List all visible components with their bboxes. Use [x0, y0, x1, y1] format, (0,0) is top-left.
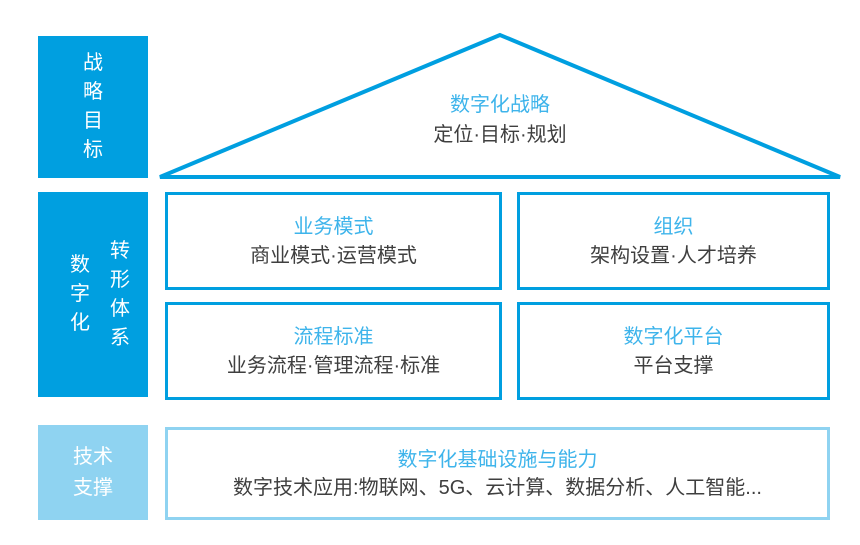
roof-title: 数字化战略: [450, 94, 550, 116]
cell-digital-platform: 数字化平台 平台支撑: [517, 302, 830, 400]
cell-organization-title: 组织: [653, 215, 694, 238]
roof-strategy: 数字化战略 定位·目标·规划: [156, 30, 844, 182]
tech-support-text: 技术 支撑: [73, 442, 113, 504]
label-strategy-goal: 战略目标: [38, 36, 148, 178]
tech-support-line2: 支撑: [73, 476, 113, 499]
digital-transformation-col2: 转形体系: [110, 239, 130, 349]
cell-business-model-title: 业务模式: [293, 215, 374, 238]
strategy-goal-text: 战略目标: [83, 52, 103, 161]
roof-triangle-shape: [159, 32, 841, 179]
cell-business-model-subtitle: 商业模式·运营模式: [250, 244, 417, 267]
cell-digital-platform-title: 数字化平台: [623, 325, 724, 348]
cell-digital-platform-subtitle: 平台支撑: [633, 354, 714, 377]
digital-transformation-columns: 数字化 转形体系: [52, 237, 134, 353]
foundation-title: 数字化基础设施与能力: [397, 448, 598, 471]
foundation-box: 数字化基础设施与能力 数字技术应用:物联网、5G、云计算、数据分析、人工智能..…: [165, 427, 830, 520]
roof-text-block: 数字化战略 定位·目标·规划: [156, 90, 844, 150]
digital-transformation-col1: 数字化: [70, 253, 90, 334]
roof-subtitle: 定位·目标·规划: [433, 124, 567, 146]
tech-support-line1: 技术: [73, 445, 113, 468]
cell-process-standard: 流程标准 业务流程·管理流程·标准: [165, 302, 502, 400]
label-digital-transformation: 数字化 转形体系: [38, 192, 148, 397]
cell-organization: 组织 架构设置·人才培养: [517, 192, 830, 290]
cell-process-standard-subtitle: 业务流程·管理流程·标准: [226, 354, 441, 377]
cell-organization-subtitle: 架构设置·人才培养: [590, 244, 757, 267]
foundation-subtitle: 数字技术应用:物联网、5G、云计算、数据分析、人工智能...: [233, 476, 762, 499]
cell-business-model: 业务模式 商业模式·运营模式: [165, 192, 502, 290]
cell-process-standard-title: 流程标准: [293, 325, 374, 348]
label-tech-support: 技术 支撑: [38, 425, 148, 520]
